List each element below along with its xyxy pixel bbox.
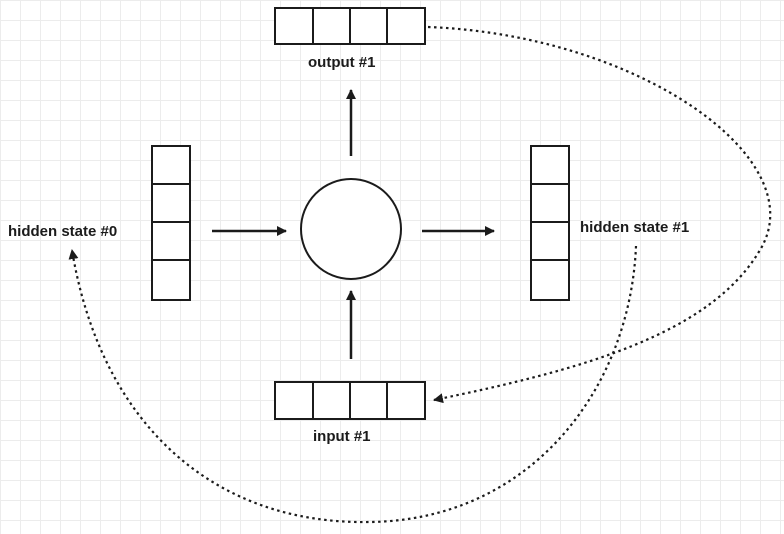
output-cell-4 xyxy=(386,7,426,45)
hidden-state-0-cell-1 xyxy=(151,145,191,185)
dotted-arrow-hidden1-to-hidden0 xyxy=(68,245,638,524)
hidden-state-1-cell-1 xyxy=(530,145,570,185)
rnn-cell-circle xyxy=(300,178,402,280)
output-cell-3 xyxy=(349,7,388,45)
output-label: output #1 xyxy=(308,54,376,71)
output-cell-1 xyxy=(274,7,314,45)
hidden-state-1-vector xyxy=(530,145,570,301)
hidden-state-0-vector xyxy=(151,145,191,301)
input-label: input #1 xyxy=(313,428,371,445)
hidden-state-1-label: hidden state #1 xyxy=(580,219,690,236)
output-cell-2 xyxy=(312,7,351,45)
hidden-state-1-cell-3 xyxy=(530,221,570,261)
output-vector xyxy=(274,7,426,45)
hidden-state-1-cell-2 xyxy=(530,183,570,223)
input-cell-2 xyxy=(312,381,351,420)
hidden-state-1-cell-4 xyxy=(530,259,570,301)
input-cell-3 xyxy=(349,381,388,420)
hidden-state-0-cell-3 xyxy=(151,221,191,261)
input-cell-4 xyxy=(386,381,426,420)
hidden-state-0-cell-4 xyxy=(151,259,191,301)
hidden-state-0-cell-2 xyxy=(151,183,191,223)
hidden-state-0-label: hidden state #0 xyxy=(8,223,118,240)
input-vector xyxy=(274,381,426,420)
input-cell-1 xyxy=(274,381,314,420)
dotted-arrow-output-to-input xyxy=(427,25,772,404)
